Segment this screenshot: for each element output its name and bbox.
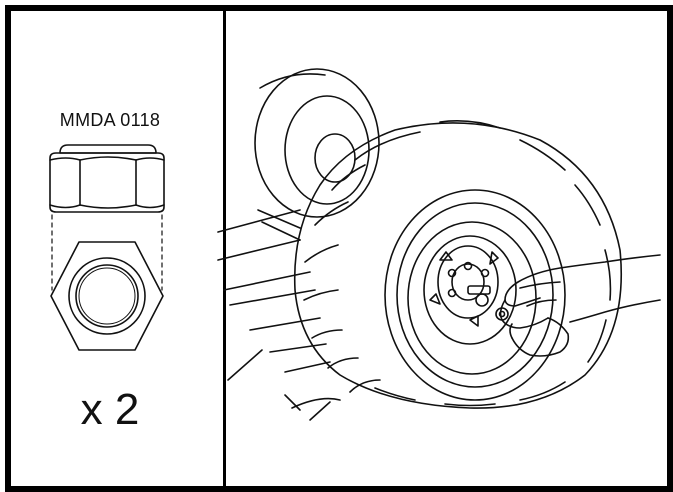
wheel-install-illustration — [217, 68, 661, 421]
panel-divider — [223, 11, 226, 486]
nut-side-view-icon — [49, 144, 165, 213]
part-quantity: x 2 — [80, 385, 140, 434]
instruction-panel — [5, 5, 673, 492]
projection-lines — [51, 214, 163, 291]
nut-top-view-icon — [50, 241, 164, 351]
part-code-label: MMDA 0118 — [59, 110, 161, 130]
